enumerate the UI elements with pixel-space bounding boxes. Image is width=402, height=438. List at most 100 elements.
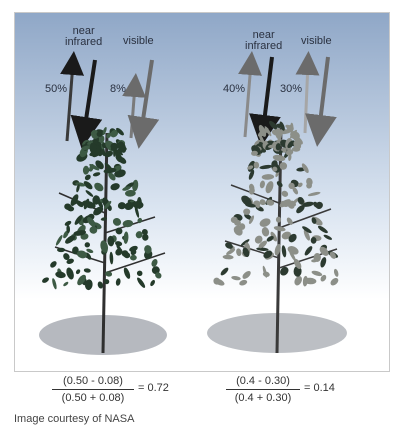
leaf: [66, 258, 74, 265]
leaf: [115, 248, 123, 256]
leaf: [73, 230, 87, 236]
right-fraction-bar: [226, 389, 300, 390]
leaf: [122, 219, 134, 228]
ndvi-illustration: near infrared visible 50% 8% near infrar…: [14, 12, 390, 372]
leaf: [301, 163, 309, 174]
leaf: [239, 279, 248, 286]
leaf: [243, 208, 251, 215]
leaf: [290, 122, 294, 132]
leaf: [55, 271, 66, 279]
leaf: [310, 237, 317, 244]
left-visible-label: visible: [123, 35, 154, 47]
leaf: [315, 201, 323, 210]
leaf: [112, 217, 122, 226]
leaf: [241, 195, 252, 206]
leaf: [118, 156, 127, 164]
leaf: [290, 131, 300, 140]
leaf: [317, 225, 328, 234]
leaf: [114, 148, 123, 156]
leaf: [249, 183, 255, 192]
leaf: [125, 189, 136, 197]
leaf: [92, 195, 101, 205]
leaf: [104, 200, 112, 210]
leaf: [256, 202, 260, 209]
leaf: [279, 162, 288, 170]
leaf: [311, 217, 317, 224]
leaf: [281, 190, 289, 197]
leaf: [287, 246, 299, 255]
leaf: [222, 254, 234, 260]
leaf: [266, 235, 274, 242]
right-ndvi-denominator: (0.4 + 0.30): [234, 392, 292, 404]
right-nir-percentage: 40%: [223, 83, 246, 95]
leaf: [83, 181, 93, 190]
leaf: [115, 278, 121, 286]
right-ndvi-fraction: (0.4 - 0.30) (0.4 + 0.30): [226, 374, 300, 405]
leaf: [137, 277, 146, 288]
right-incoming-visible-arrow: [305, 56, 337, 147]
leaf: [115, 227, 123, 235]
leaf: [251, 150, 258, 156]
leaf: [213, 277, 221, 285]
leaf: [84, 174, 91, 181]
leaf: [287, 201, 295, 209]
image-credit-caption: Image courtesy of NASA: [14, 413, 135, 425]
left-fraction-bar: [52, 389, 134, 390]
leaf: [242, 270, 251, 279]
leaf: [123, 267, 131, 279]
tree-scene: [15, 13, 389, 371]
leaf: [97, 281, 104, 289]
right-visible-label: visible: [301, 35, 332, 47]
leaf: [76, 200, 84, 208]
leaf: [304, 246, 313, 256]
leaf: [132, 179, 139, 192]
leaf: [273, 226, 286, 232]
leaf: [275, 128, 283, 140]
leaf: [244, 213, 253, 220]
right-ndvi-result: = 0.14: [304, 382, 335, 394]
leaf: [285, 124, 292, 129]
leaf: [302, 275, 308, 287]
leaf: [253, 161, 260, 169]
leaf: [272, 154, 286, 162]
left-near-infrared-label: near infrared: [65, 25, 103, 48]
leaf: [286, 217, 293, 225]
leaf: [136, 270, 143, 277]
leaf: [129, 245, 138, 252]
leaf: [114, 169, 126, 178]
leaf: [117, 202, 126, 210]
leaf: [266, 199, 275, 206]
right-tree-stressed-foliage: [213, 120, 339, 287]
leaf: [141, 228, 148, 236]
leaf: [83, 268, 91, 273]
leaf: [297, 196, 305, 205]
leaf: [66, 224, 71, 234]
leaf: [100, 240, 109, 253]
right-near-infrared-label: near infrared: [245, 29, 283, 52]
leaf: [279, 121, 285, 131]
leaf: [74, 214, 83, 225]
leaf: [85, 190, 94, 197]
leaf: [75, 269, 81, 275]
leaf: [55, 235, 63, 246]
leaf: [77, 274, 86, 286]
leaf: [313, 253, 321, 262]
leaf: [123, 231, 129, 244]
right-visible-percentage: 30%: [280, 83, 303, 95]
left-ndvi-fraction: (0.50 - 0.08) (0.50 + 0.08): [52, 374, 134, 405]
leaf: [64, 220, 72, 226]
leaf: [57, 247, 66, 253]
leaf: [96, 131, 103, 137]
left-reflected-nir-arrow: [60, 51, 85, 142]
leaf: [106, 132, 112, 139]
leaf: [150, 279, 155, 287]
leaf: [104, 279, 110, 285]
leaf: [297, 182, 303, 188]
leaf: [294, 275, 302, 286]
leaf: [124, 201, 134, 211]
leaf: [258, 133, 265, 145]
leaf: [116, 127, 124, 136]
leaf: [264, 126, 272, 137]
leaf: [330, 277, 339, 286]
leaf: [100, 217, 108, 221]
